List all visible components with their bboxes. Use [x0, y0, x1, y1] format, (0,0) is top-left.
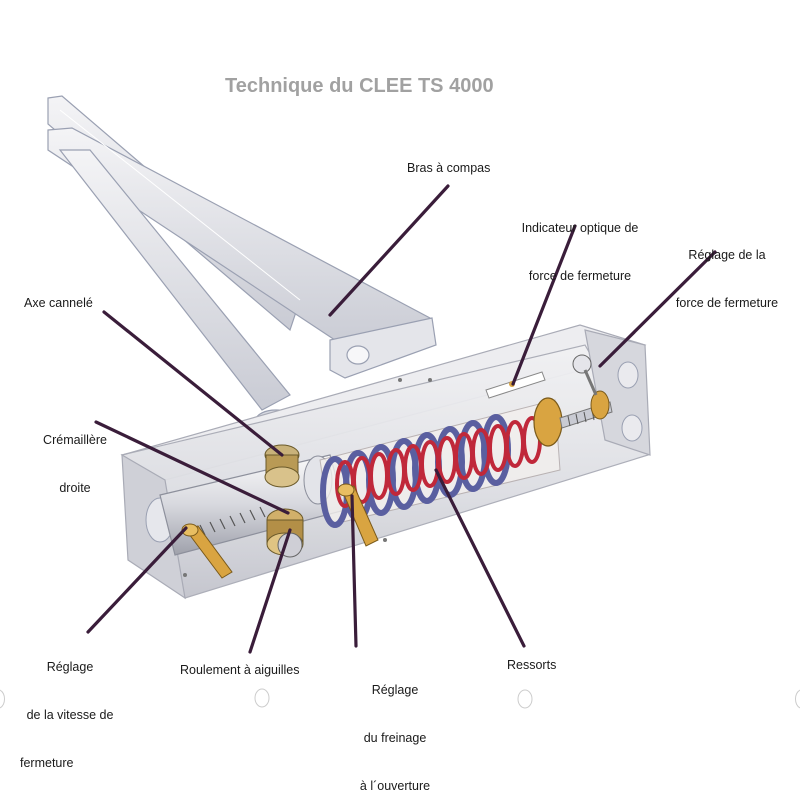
- label-reglage-force: Réglage de la force de fermeture: [662, 215, 792, 327]
- label-reglage-vitesse-line1: Réglage: [46, 660, 94, 674]
- leader-ressorts: [434, 468, 526, 648]
- label-cremaillere-line2: droite: [59, 481, 91, 495]
- leader-roulement: [248, 528, 292, 654]
- label-cremaillere: Crémaillère droite: [25, 400, 125, 512]
- label-reglage-freinage-line1: Réglage: [371, 683, 419, 697]
- label-axe-cannele: Axe cannelé: [24, 296, 93, 310]
- leader-axe-cannele: [102, 310, 284, 457]
- header-title-fragment: Technique du CLEE TS 4000: [225, 75, 494, 97]
- label-reglage-vitesse: Réglage de la vitesse de fermeture: [20, 627, 120, 787]
- leader-lines: [86, 184, 717, 654]
- label-roulement-aiguilles: Roulement à aiguilles: [180, 663, 300, 677]
- label-indicateur-optique: Indicateur optique de force de fermeture: [510, 188, 650, 300]
- leader-cremaillere: [94, 420, 290, 515]
- leader-indicateur: [511, 224, 577, 386]
- leader-bras-compas: [328, 184, 450, 317]
- label-reglage-vitesse-line2: de la vitesse de: [26, 708, 114, 722]
- label-reglage-freinage-line3: à l´ouverture: [359, 779, 431, 793]
- springs: [319, 397, 563, 528]
- leader-reglage-freinage: [350, 494, 358, 648]
- label-bras-a-compas: Bras à compas: [407, 161, 491, 175]
- binder-holes: [0, 688, 800, 709]
- label-reglage-force-line2: force de fermeture: [675, 296, 779, 310]
- label-reglage-force-line1: Réglage de la: [688, 248, 766, 262]
- leader-reglage-force: [598, 250, 717, 368]
- label-indicateur-line2: force de fermeture: [528, 269, 632, 283]
- leader-reglage-vitesse: [86, 526, 188, 634]
- force-adjust-screw: [485, 354, 613, 429]
- label-reglage-freinage: Réglage du freinage à l´ouverture: [340, 650, 450, 810]
- label-reglage-freinage-line2: du freinage: [363, 731, 427, 745]
- label-cremaillere-line1: Crémaillère: [43, 433, 107, 447]
- label-reglage-vitesse-line3: fermeture: [20, 756, 74, 770]
- label-indicateur-line1: Indicateur optique de: [521, 221, 639, 235]
- label-ressorts: Ressorts: [507, 658, 557, 672]
